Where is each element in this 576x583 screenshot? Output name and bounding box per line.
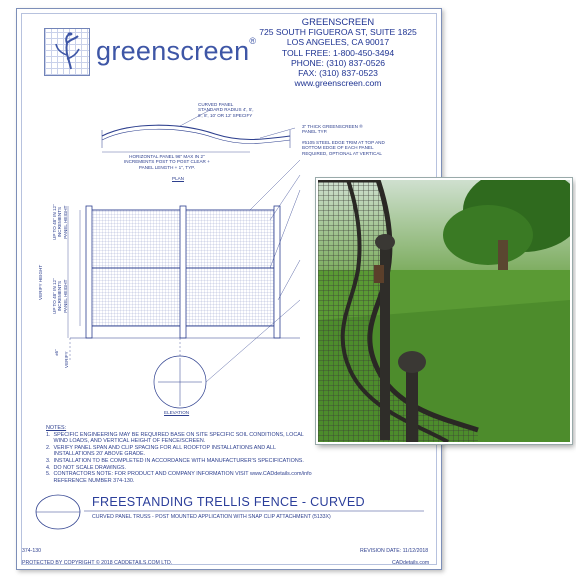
technical-drawing: CURVED PANEL STANDARD RADIUS 4', 5', 6',…	[30, 100, 430, 420]
note-line: WIND LOADS, AND VERTICAL HEIGHT OF FENCE…	[46, 438, 206, 445]
reference-number: 374-130	[22, 548, 42, 554]
company-name: GREENSCREEN	[301, 16, 375, 27]
caddetails-site: CADdetails.com	[392, 560, 430, 566]
note-line: 5. CONTRACTORS NOTE: FOR PRODUCT AND COM…	[46, 471, 312, 478]
company-address-block: GREENSCREEN 725 SOUTH FIGUEROA ST, SUITE…	[248, 16, 428, 89]
fax: FAX: (310) 837-0523	[298, 68, 378, 79]
installed-fence-photo	[316, 178, 572, 444]
note-line: INSTALLATIONS 20' ABOVE GRADE.	[46, 451, 146, 458]
logo-mark-icon	[44, 28, 90, 76]
notes-heading: NOTES:	[46, 425, 67, 431]
note-line: 1. SPECIFIC ENGINEERING MAY BE REQUIRED …	[46, 431, 304, 438]
notes-block: NOTES: 1. SPECIFIC ENGINEERING MAY BE RE…	[46, 425, 406, 484]
title-block: FREESTANDING TRELLIS FENCE - CURVED CURV…	[34, 492, 426, 534]
elevation-label: ELEVATION	[164, 410, 190, 415]
lower-panel-height-label: UP TO 48" IN 12" INCREMENTS PANEL HEIGHT	[52, 278, 68, 314]
upper-panel-height-label: UP TO 48" IN 12" INCREMENTS PANEL HEIGHT	[52, 204, 68, 240]
curved-panel-callout: CURVED PANEL STANDARD RADIUS 4', 5', 6',…	[198, 102, 254, 118]
plan-label: PLAN	[172, 176, 185, 181]
note-line: 4. DO NOT SCALE DRAWINGS.	[46, 464, 126, 471]
greenscreen-logo: greenscreen®	[44, 28, 256, 84]
title-block-lines	[35, 494, 424, 530]
phone: PHONE: (310) 837-0526	[290, 57, 386, 68]
fence-photo-illustration	[318, 180, 570, 442]
verify-label: VERIFY	[64, 351, 69, 368]
address-line2: LOS ANGELES, CA 90017	[286, 37, 390, 48]
drawing-title: FREESTANDING TRELLIS FENCE - CURVED	[92, 495, 365, 509]
embed-depth-label: ±6"	[54, 349, 59, 356]
copyright-notice: PROTECTED BY COPYRIGHT © 2018 CADDETAILS…	[22, 560, 173, 566]
drawing-lines	[67, 109, 301, 409]
greenscreen-panel-callout: 3" THICK GREENSCREEN ® PANEL TYP.	[302, 124, 363, 135]
steel-edge-trim-callout: #5105 STEEL EDGE TRIM AT TOP AND BOTTOM …	[302, 140, 385, 156]
address-line1: 725 SOUTH FIGUEROA ST, SUITE 1825	[259, 27, 417, 38]
revision-date: REVISION DATE: 11/12/2018	[360, 548, 429, 554]
verify-height-label: VERIFY HEIGHT	[38, 264, 43, 300]
note-line: REFERENCE NUMBER 374-130.	[46, 477, 135, 484]
horizontal-panel-callout: HORIZONTAL PANEL 96" MAX IN 2" INCREMENT…	[124, 154, 210, 170]
website: www.greenscreen.com	[294, 78, 382, 89]
toll-free: TOLL FREE: 1-800-450-3494	[281, 47, 395, 58]
logo-wordmark: greenscreen®	[96, 36, 257, 66]
drawing-subtitle: CURVED PANEL TRUSS - POST MOUNTED APPLIC…	[92, 514, 331, 520]
note-line: 2. VERIFY PANEL SPAN AND CLIP SPACING FO…	[46, 444, 276, 451]
note-line: 3. INSTALLATION TO BE COMPLETED IN ACCOR…	[46, 457, 304, 464]
